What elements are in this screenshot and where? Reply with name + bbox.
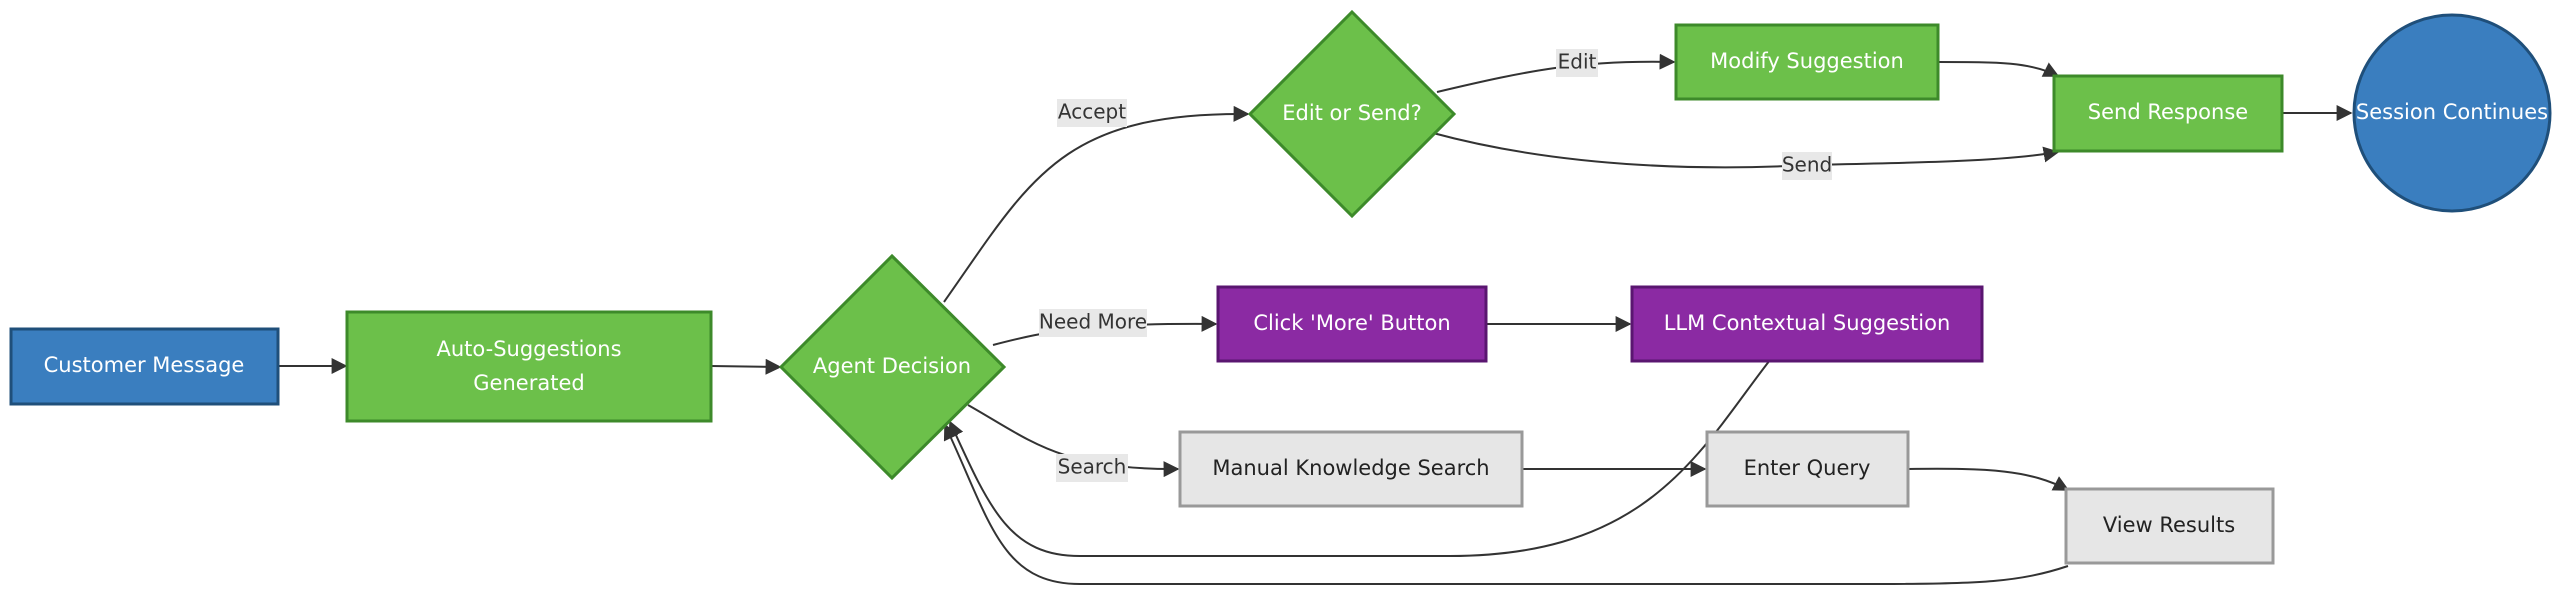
node-session-continues[interactable]: Session Continues [2352, 13, 2552, 213]
node-view-results[interactable]: View Results [2064, 487, 2275, 565]
node-manual-search[interactable]: Manual Knowledge Search [1178, 430, 1524, 508]
node-click-more[interactable]: Click 'More' Button [1216, 285, 1488, 363]
edge-auto-to-agent [710, 358, 782, 375]
edge-modify-to-send [1937, 61, 2060, 77]
node-llm-suggestion[interactable]: LLM Contextual Suggestion [1630, 285, 1984, 363]
node-auto-suggestions[interactable]: Auto-Suggestions Generated [345, 310, 713, 423]
edge-results-to-agent [943, 423, 2069, 585]
auto-suggestions-label-line1: Auto-Suggestions [436, 337, 621, 361]
nodes: Customer Message Auto-Suggestions Genera… [9, 9, 2552, 565]
edge-query-to-results [1907, 467, 2070, 491]
edge-label-accept: Accept [1058, 100, 1126, 124]
session-continues-circle [2352, 13, 2552, 213]
manual-search-box [1178, 430, 1524, 508]
click-more-label: Click 'More' Button [1253, 311, 1450, 335]
label-bg-accept [1057, 99, 1127, 127]
send-response-box [2052, 74, 2284, 153]
node-send-response[interactable]: Send Response [2052, 74, 2284, 153]
customer-message-label: Customer Message [44, 353, 245, 377]
node-customer-message[interactable]: Customer Message [9, 327, 280, 406]
send-response-label: Send Response [2088, 100, 2248, 124]
label-bg-need-more [1039, 309, 1147, 337]
edge-labels: Accept Edit Send Need More Search [1039, 49, 1832, 482]
modify-suggestion-box [1674, 23, 1940, 101]
click-more-box [1216, 285, 1488, 363]
edge-label-need-more: Need More [1039, 310, 1147, 334]
edit-or-send-label: Edit or Send? [1282, 101, 1422, 125]
edge-agent-to-manual [967, 404, 1180, 478]
llm-suggestion-label: LLM Contextual Suggestion [1664, 311, 1951, 335]
node-modify-suggestion[interactable]: Modify Suggestion [1674, 23, 1940, 101]
llm-suggestion-box [1630, 285, 1984, 363]
edge-agent-to-edit [943, 105, 1250, 303]
edge-edit-to-send [1432, 132, 2060, 169]
view-results-box [2064, 487, 2275, 565]
edge-label-edit: Edit [1558, 50, 1597, 74]
session-continues-label: Session Continues [2356, 100, 2548, 124]
edge-edit-to-modify [1436, 53, 1676, 93]
modify-suggestion-label: Modify Suggestion [1710, 49, 1904, 73]
node-edit-or-send[interactable]: Edit or Send? [1247, 9, 1457, 219]
auto-suggestions-label-line2: Generated [473, 371, 584, 395]
node-enter-query[interactable]: Enter Query [1705, 430, 1910, 508]
manual-search-label: Manual Knowledge Search [1212, 456, 1489, 480]
label-bg-send [1782, 152, 1832, 180]
auto-suggestions-box [345, 310, 713, 423]
edge-label-search: Search [1058, 455, 1127, 479]
label-bg-search [1056, 454, 1128, 482]
edge-label-send: Send [1782, 153, 1832, 177]
enter-query-label: Enter Query [1744, 456, 1871, 480]
label-bg-edit [1556, 49, 1598, 77]
enter-query-box [1705, 430, 1910, 508]
customer-message-box [9, 327, 280, 406]
view-results-label: View Results [2103, 513, 2235, 537]
agent-decision-label: Agent Decision [813, 354, 971, 378]
edit-or-send-diamond [1247, 9, 1457, 219]
agent-decision-diamond [778, 253, 1007, 481]
node-agent-decision[interactable]: Agent Decision [778, 253, 1007, 481]
